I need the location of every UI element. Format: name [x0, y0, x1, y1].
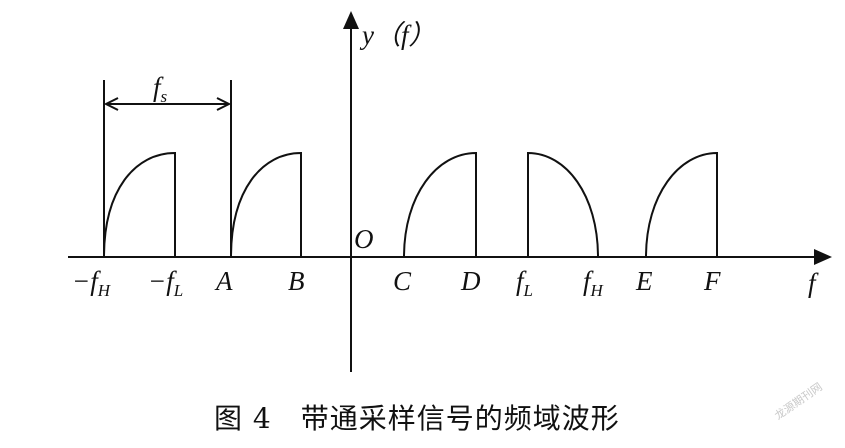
x-label-b: B	[288, 266, 305, 296]
x-axis-arrow	[814, 249, 832, 265]
x-label-fh: fH	[583, 266, 605, 300]
origin-label: O	[354, 224, 374, 254]
lobe-3	[403, 151, 477, 258]
y-axis-arrow	[343, 11, 359, 29]
spacing-marker	[103, 80, 232, 257]
figure-caption: 图 4 带通采样信号的频域波形	[214, 402, 620, 435]
x-label-neg-fl: −fL	[148, 266, 183, 300]
x-label-f: F	[703, 266, 721, 296]
lobe-4	[527, 151, 599, 258]
x-axis-label: f	[808, 268, 819, 298]
x-label-c: C	[393, 266, 412, 296]
x-label-a: A	[214, 266, 233, 296]
x-label-neg-fh: −fH	[72, 266, 112, 300]
x-label-d: D	[460, 266, 481, 296]
y-axis-label: y（f）	[359, 20, 436, 50]
lobe-2	[230, 151, 302, 258]
x-label-fl: fL	[516, 266, 533, 300]
x-label-e: E	[635, 266, 653, 296]
lobe-5	[645, 151, 718, 258]
lobe-1	[103, 151, 176, 258]
watermark: 龙源期刊网	[772, 379, 825, 422]
spacing-label: fs	[153, 72, 168, 106]
